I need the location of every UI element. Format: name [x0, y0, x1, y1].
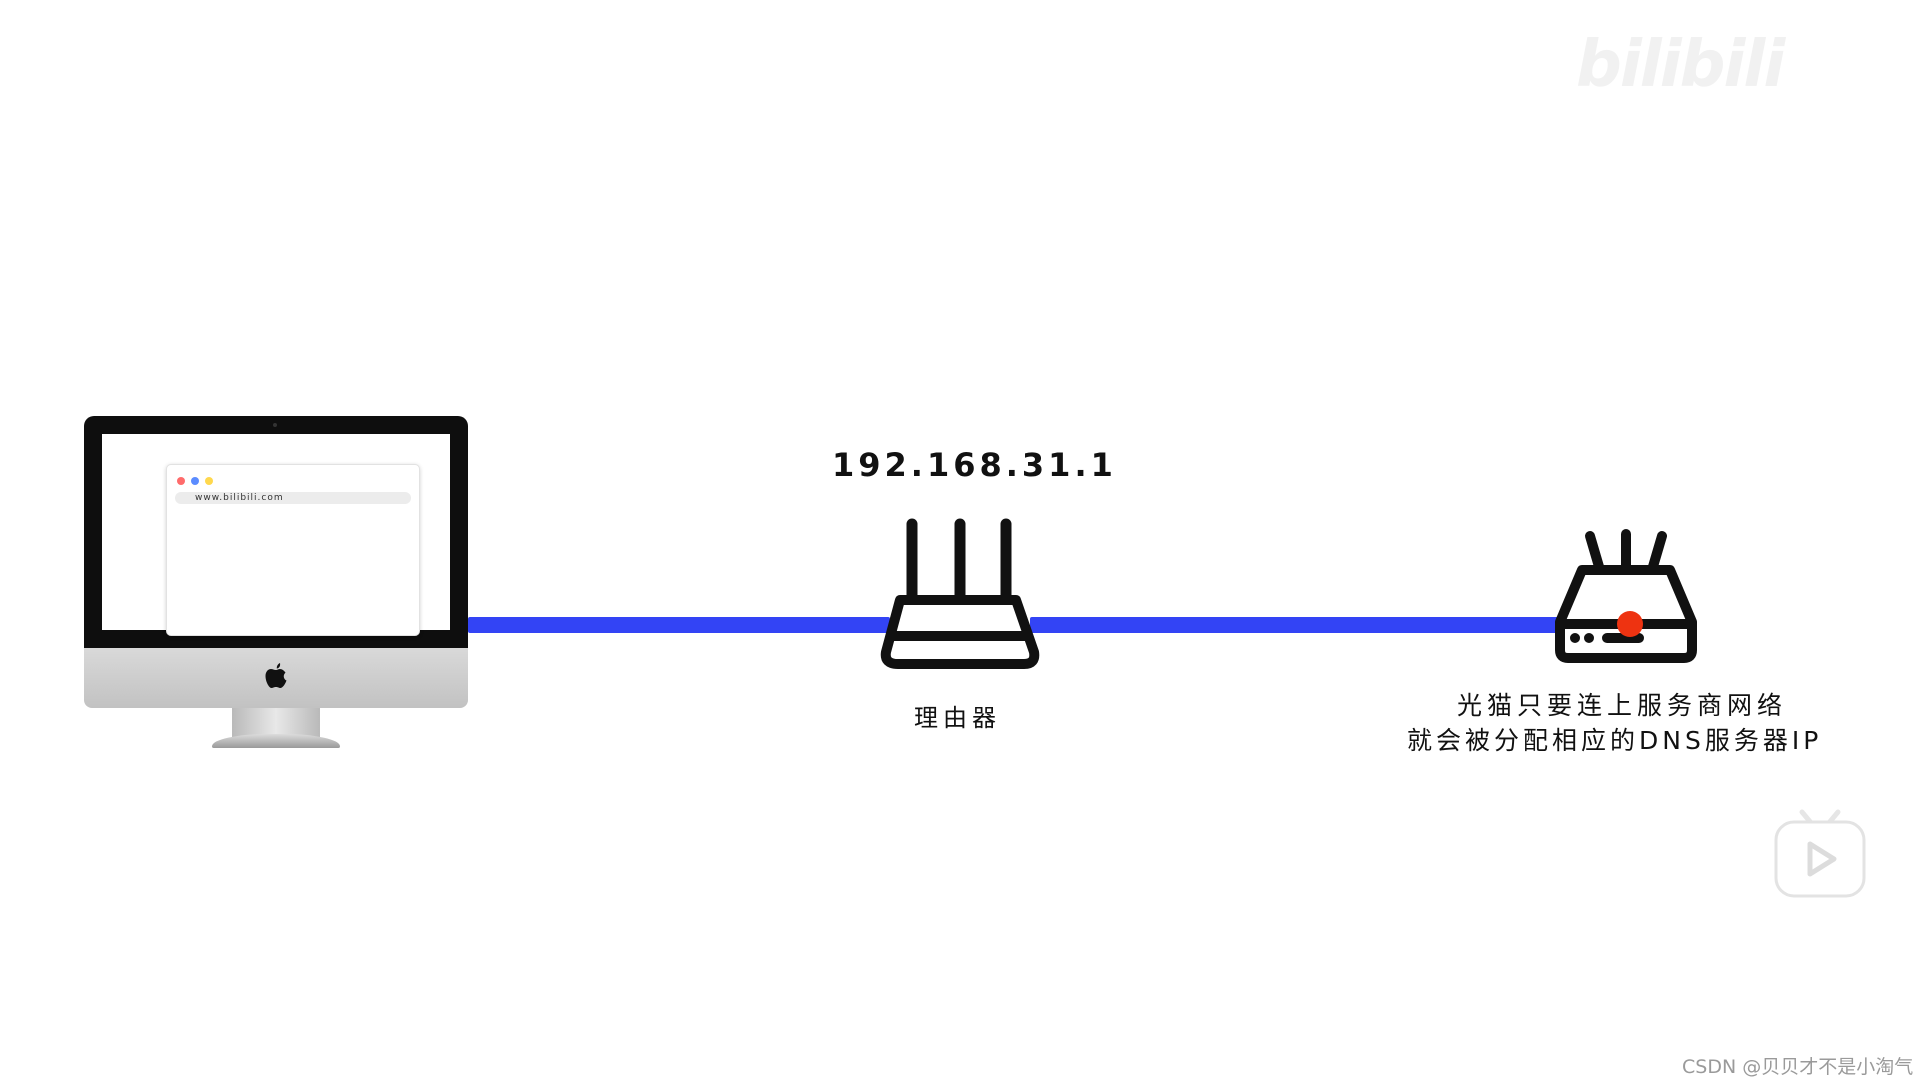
window-minimize-dot	[191, 477, 199, 485]
modem-icon	[1555, 529, 1697, 663]
apple-logo-icon	[265, 663, 287, 688]
computer-bezel: www.bilibili.com	[84, 416, 468, 648]
router-ip-label: 192.168.31.1	[832, 446, 1117, 484]
browser-address-bar: www.bilibili.com	[175, 492, 411, 504]
window-close-dot	[177, 477, 185, 485]
browser-window: www.bilibili.com	[166, 464, 420, 636]
router-icon	[880, 518, 1040, 669]
browser-url-text: www.bilibili.com	[195, 493, 284, 503]
window-maximize-dot	[205, 477, 213, 485]
modem-indicator-light	[1617, 611, 1643, 637]
computer-screen: www.bilibili.com	[102, 434, 450, 636]
bilibili-watermark: bilibili	[1576, 28, 1785, 102]
computer-imac: www.bilibili.com	[84, 416, 468, 752]
csdn-credit: CSDN @贝贝才不是小淘气	[1682, 1056, 1914, 1078]
router-label: 理由器	[914, 704, 1001, 732]
computer-stand-foot	[212, 734, 340, 748]
computer-stand-neck	[232, 708, 320, 738]
modem-caption-line-2: 就会被分配相应的DNS服务器IP	[1407, 726, 1823, 755]
cable-computer-to-router	[468, 617, 890, 633]
camera-dot	[273, 423, 277, 427]
bilibili-tv-icon	[1774, 809, 1866, 898]
cable-router-to-modem	[1030, 617, 1560, 633]
modem-caption-line-1: 光猫只要连上服务商网络	[1457, 691, 1788, 720]
